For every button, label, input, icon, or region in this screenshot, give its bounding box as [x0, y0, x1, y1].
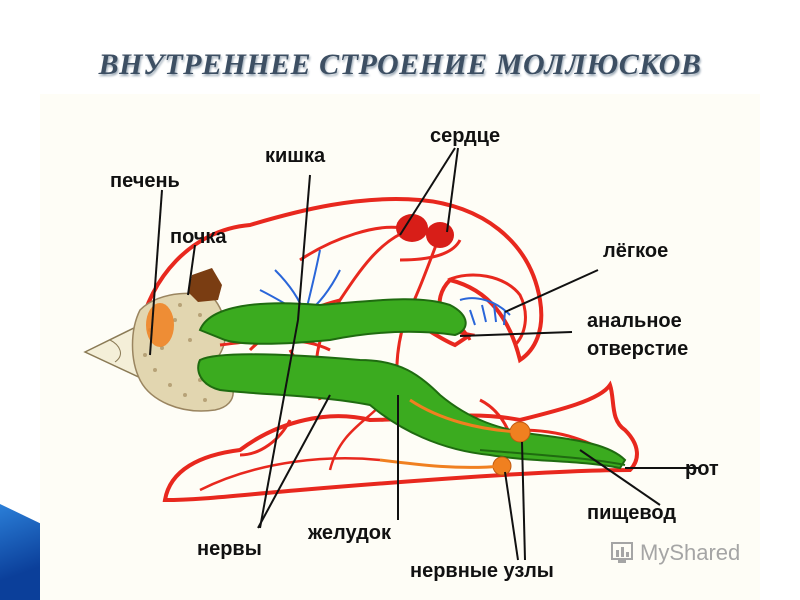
label-nerves: нервы	[197, 538, 262, 560]
esophagus-line	[479, 449, 626, 466]
liver-organ	[131, 292, 234, 412]
label-anus-line1: анальное	[587, 310, 682, 332]
slide-corner-decoration	[0, 504, 40, 600]
label-kidney: почка	[170, 226, 227, 248]
label-anus-line2: отверстие	[587, 338, 689, 360]
heart-organ	[396, 214, 454, 248]
intestine-tube	[198, 298, 467, 345]
label-lung: лёгкое	[603, 240, 669, 262]
pointer-lines	[149, 147, 700, 561]
myshared-logo-icon	[610, 541, 636, 565]
label-heart: сердце	[430, 125, 501, 147]
label-liver: печень	[110, 170, 180, 192]
label-stomach: желудок	[308, 522, 392, 544]
kidney-organ	[188, 268, 222, 302]
mantle-cavity-edge	[447, 273, 527, 347]
watermark: MyShared	[610, 540, 740, 566]
slide-title: ВНУТРЕННЕЕ СТРОЕНИЕ МОЛЛЮСКОВ	[98, 48, 702, 81]
left-margin	[0, 94, 40, 600]
watermark-text: MyShared	[640, 540, 741, 565]
label-intestine: кишка	[265, 145, 326, 167]
label-esophagus: пищевод	[587, 502, 677, 524]
nerve-cords	[379, 398, 521, 469]
label-ganglia: нервные узлы	[410, 560, 554, 582]
label-mouth: рот	[685, 458, 719, 480]
